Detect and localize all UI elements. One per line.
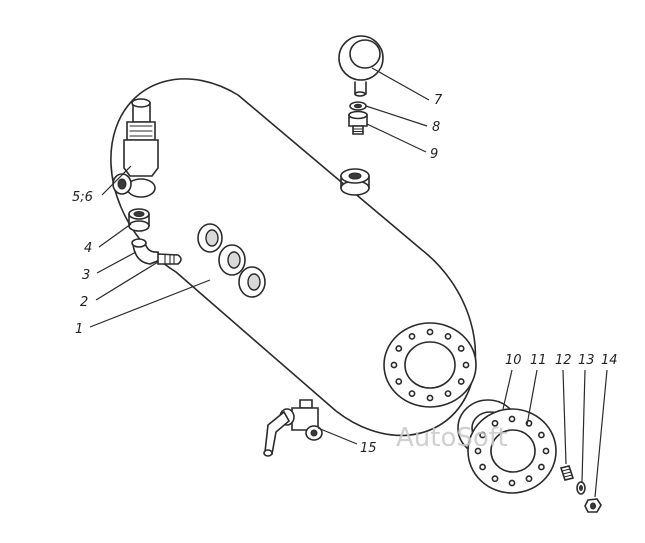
label-part-12: 12 [555, 353, 572, 368]
fitting-part-9 [348, 110, 368, 135]
label-part-1: 1 [75, 322, 83, 337]
bolt-hole [491, 419, 499, 427]
washer-part-13 [576, 481, 586, 495]
label-part-13: 13 [578, 353, 595, 368]
label-part-14: 14 [601, 353, 618, 368]
cover-bolt-holes [474, 415, 550, 487]
drain-cock [263, 399, 323, 457]
bolt-hole [395, 378, 403, 385]
label-part-10: 10 [505, 353, 522, 368]
bolt-hole [444, 332, 452, 340]
side-boss-upper [197, 223, 223, 253]
cover-flange-part-11 [467, 408, 557, 494]
bolt-hole [491, 475, 499, 483]
bolt-hole [525, 475, 533, 483]
tank-flange [383, 322, 477, 408]
tank-body [110, 78, 477, 437]
elbow-part-3 [131, 238, 161, 265]
watermark: AutoSoft [396, 423, 508, 453]
label-part-15: 15 [360, 441, 377, 456]
side-boss-middle [218, 244, 246, 276]
bolt-hole [542, 447, 550, 455]
nut-part-14 [584, 498, 602, 513]
bolt-hole [479, 431, 486, 439]
side-boss-lower [238, 266, 266, 298]
bolt-hole [390, 361, 398, 369]
bolt-hole [508, 415, 516, 423]
flange-bolt-holes [390, 328, 470, 402]
stud-part-12 [559, 465, 575, 481]
label-part-7: 7 [434, 93, 443, 108]
bolt-hole [538, 431, 545, 439]
bolt-hole [538, 463, 545, 471]
bolt-hole [408, 390, 416, 397]
bolt-hole [462, 361, 470, 369]
label-part-2: 2 [80, 295, 88, 310]
bolt-hole [474, 447, 482, 455]
label-part-11: 11 [530, 353, 547, 368]
tank-top-boss [340, 168, 370, 196]
bolt-hole [457, 345, 465, 352]
label-part-9: 9 [430, 147, 438, 162]
part-labels: 5;6 4 3 2 1 7 8 9 10 11 12 13 14 15 [72, 93, 618, 456]
side-bosses [197, 223, 266, 298]
label-part-3: 3 [82, 268, 90, 283]
bolt-hole [426, 394, 434, 402]
leader-lines [89, 67, 608, 498]
bolt-hole [479, 463, 486, 471]
bolt-hole [457, 378, 465, 385]
bolt-hole [508, 479, 516, 487]
pipe-part-2 [157, 253, 182, 265]
label-part-8: 8 [432, 120, 440, 135]
pressure-gauge [338, 35, 384, 97]
safety-valve [112, 98, 159, 198]
bolt-hole [426, 328, 434, 336]
bolt-hole [395, 345, 403, 352]
washer-part-8 [349, 101, 367, 111]
bolt-hole [408, 332, 416, 340]
label-part-5-6: 5;6 [72, 190, 93, 205]
nipple-part-4 [128, 208, 150, 232]
label-part-4: 4 [84, 241, 92, 256]
bolt-hole [444, 390, 452, 397]
